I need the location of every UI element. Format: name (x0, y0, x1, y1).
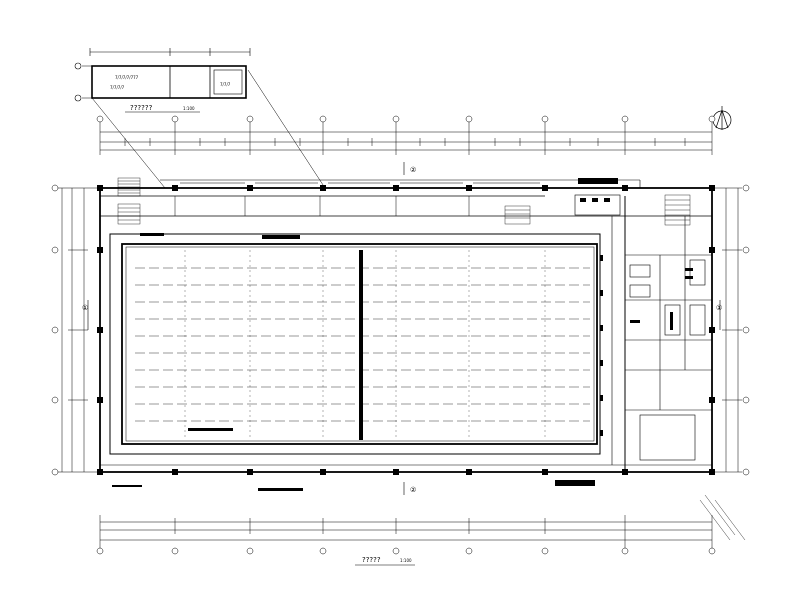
inset-label-3: 7/7/7 (220, 82, 231, 87)
section-marker-top: ② (410, 166, 416, 174)
inset-label-2: 7/7/7/7 (110, 85, 125, 90)
grid-bubbles (51, 115, 750, 555)
main-scale: 1:100 (400, 558, 412, 563)
stair-east (504, 194, 691, 226)
main-title: ????? (362, 556, 381, 564)
east-service-rooms (574, 194, 712, 461)
top-dimension-lines (100, 131, 712, 151)
left-dimension-lines (58, 187, 100, 473)
section-marker-left: ① (82, 304, 88, 312)
section-cut-lines (87, 162, 721, 495)
stair-west (117, 177, 141, 225)
pool-grid-lines (184, 250, 546, 440)
inset-detail (74, 48, 326, 189)
section-marker-right: ① (716, 304, 722, 312)
top-grid-ticks (99, 122, 713, 155)
swimming-pool (109, 233, 601, 455)
bottom-dimension-lines (99, 515, 713, 548)
inset-title: ?????? (130, 104, 153, 112)
pool-ladders (600, 255, 603, 436)
structural-columns (97, 185, 715, 475)
solid-marks (112, 178, 618, 491)
pool-divider-wall (359, 250, 363, 440)
hatch-marks (699, 494, 746, 541)
right-dimension-lines (712, 187, 742, 473)
east-fixtures (580, 198, 693, 330)
north-arrow-icon (712, 106, 732, 130)
inset-label-1: 7/7/7/7/777 (115, 75, 139, 80)
inset-scale: 1:100 (183, 106, 195, 111)
north-windows (174, 182, 540, 216)
section-marker-bottom: ② (410, 486, 416, 494)
